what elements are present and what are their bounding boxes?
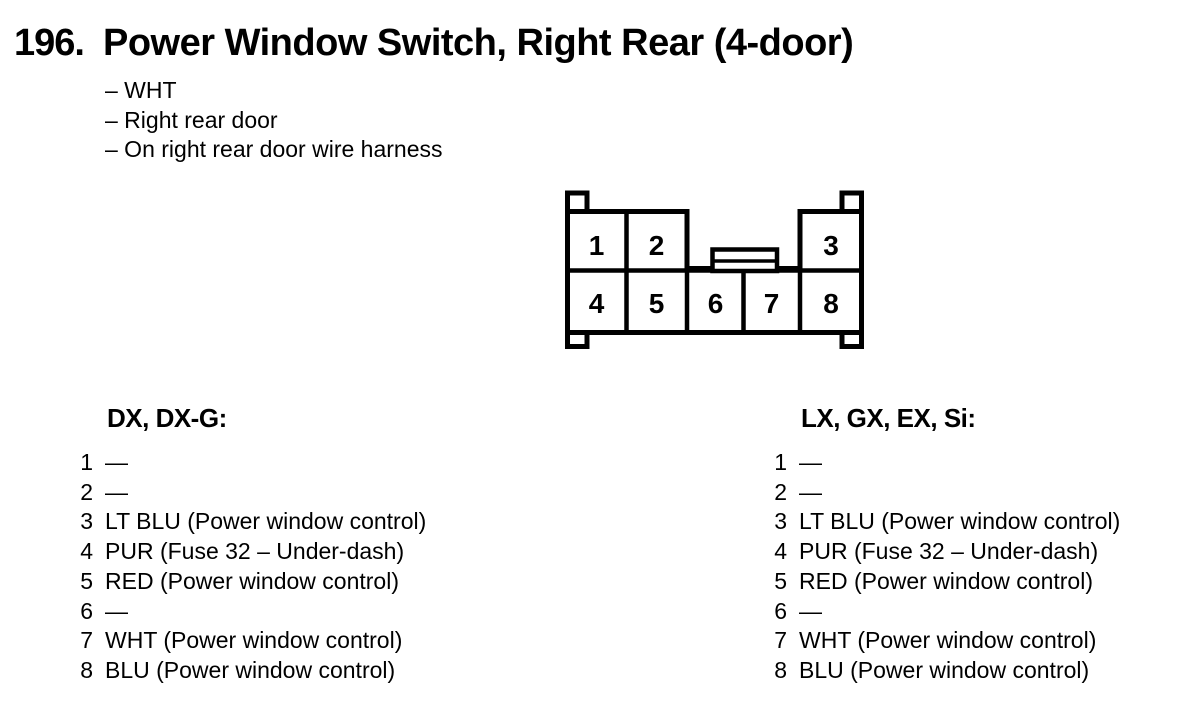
pin-description: PUR (Fuse 32 – Under-dash) [105,538,405,565]
note-item: – Right rear door [105,106,278,133]
pin-row: 7 WHT (Power window control) [773,626,1200,656]
pin-number: 5 [80,567,93,594]
pin-row: 8 BLU (Power window control) [773,656,1200,686]
pin-number: 2 [774,478,787,505]
pin-description: BLU (Power window control) [799,656,1090,683]
connector-grid-lines [566,212,863,332]
pin-cavity-label: 4 [589,288,605,319]
pin-number: 3 [80,508,93,535]
pin-cavity-label: 2 [649,230,665,261]
pin-description: RED (Power window control) [105,567,399,594]
connector-corner-tab-bars [565,209,864,335]
pin-number: 4 [774,538,787,565]
pin-row: 6 — [773,597,1200,627]
pin-row: 4 PUR (Fuse 32 – Under-dash) [773,537,1200,567]
figure-number: 196. [14,22,85,64]
connector-diagram: 1 2 3 4 5 6 7 8 [565,190,864,349]
connector-notes: – WHT – Right rear door – On right rear … [105,76,443,165]
pin-number: 8 [80,656,93,683]
pin-number: 3 [774,508,787,535]
page-title: Power Window Switch, Right Rear (4-door) [103,22,854,64]
pin-cavity-label: 6 [708,288,724,319]
pin-row: 2 — [773,478,1200,508]
pin-row: 6 — [79,597,539,627]
pin-row: 3 LT BLU (Power window control) [773,507,1200,537]
pin-row: 7 WHT (Power window control) [79,626,539,656]
pin-row: 2 — [79,478,539,508]
pin-number: 7 [80,627,93,654]
pin-description: — [799,597,822,624]
pin-row: 1 — [773,448,1200,478]
pinout-heading: DX, DX-G: [107,403,227,433]
pin-number: 6 [80,597,93,624]
pin-description: — [105,597,128,624]
pinout-column-dx: DX, DX-G: 1 — 2 — 3 LT BLU (Power window… [79,403,539,686]
pin-number: 2 [80,478,93,505]
pin-number: 4 [80,538,93,565]
pin-description: PUR (Fuse 32 – Under-dash) [799,538,1099,565]
pin-cavity-label: 7 [764,288,780,319]
pin-row: 4 PUR (Fuse 32 – Under-dash) [79,537,539,567]
pin-number: 1 [80,449,93,475]
pin-description: BLU (Power window control) [105,656,396,683]
pin-number: 1 [774,449,787,475]
pin-description: RED (Power window control) [799,567,1093,594]
pin-description: — [799,449,822,475]
pin-description: — [105,478,128,505]
pin-description: — [105,449,128,475]
note-item: – On right rear door wire harness [105,136,443,162]
pin-number: 8 [774,656,787,683]
pin-row: 5 RED (Power window control) [79,567,539,597]
note-item: – WHT [105,77,177,103]
pinout-heading: LX, GX, EX, Si: [801,403,976,433]
pin-row: 3 LT BLU (Power window control) [79,507,539,537]
pin-description: WHT (Power window control) [105,627,403,654]
pinout-column-lx: LX, GX, EX, Si: 1 — 2 — 3 LT BLU (Power … [773,403,1200,686]
pin-cavity-label: 8 [823,288,839,319]
pin-row: 8 BLU (Power window control) [79,656,539,686]
pin-cavity-label: 1 [589,230,605,261]
pin-cavity-label: 5 [649,288,665,319]
pin-description: — [799,478,822,505]
pin-row: 1 — [79,448,539,478]
pin-row: 5 RED (Power window control) [773,567,1200,597]
pin-cavity-label: 3 [823,230,839,261]
pin-number: 6 [774,597,787,624]
pin-description: LT BLU (Power window control) [799,508,1121,535]
pin-description: LT BLU (Power window control) [105,508,427,535]
pin-number: 5 [774,567,787,594]
pin-description: WHT (Power window control) [799,627,1097,654]
pin-number: 7 [774,627,787,654]
